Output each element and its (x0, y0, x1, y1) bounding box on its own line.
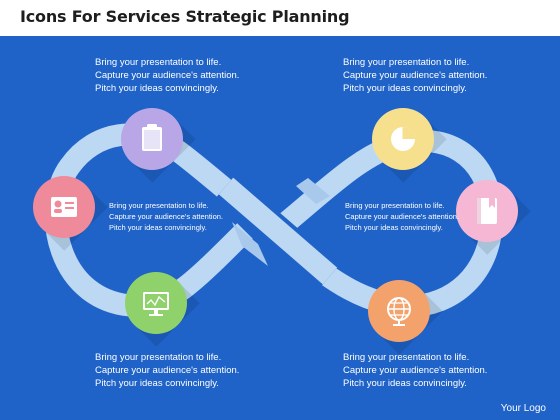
text-block-center-left: Bring your presentation to life. Capture… (109, 200, 223, 233)
node-notebook (456, 180, 531, 255)
node-pie-chart (372, 108, 447, 183)
text-block-bottom-right: Bring your presentation to life. Capture… (343, 351, 487, 390)
text-line: Pitch your ideas convincingly. (343, 378, 467, 389)
text-line: Capture your audience's attention. (343, 70, 488, 81)
text-block-top-left: Bring your presentation to life. Capture… (95, 56, 239, 95)
node-globe (368, 280, 443, 355)
text-line: Bring your presentation to life. (95, 57, 222, 68)
clipboard-icon (142, 124, 162, 151)
text-line: Pitch your ideas convincingly. (95, 378, 219, 389)
loop-band-crossing (218, 177, 338, 285)
text-line: Bring your presentation to life. (345, 201, 445, 210)
text-line: Pitch your ideas convincingly. (95, 83, 219, 94)
text-line: Capture your audience's attention. (343, 365, 488, 376)
text-line: Capture your audience's attention. (95, 365, 240, 376)
monitor-chart-icon (143, 292, 169, 316)
crossing-notch-right (296, 178, 330, 204)
text-line: Bring your presentation to life. (343, 352, 470, 363)
text-line: Bring your presentation to life. (95, 352, 222, 363)
node-monitor-chart (125, 272, 200, 347)
text-line: Pitch your ideas convincingly. (343, 83, 467, 94)
globe-icon (387, 297, 411, 326)
id-card-icon (51, 197, 77, 217)
slide-title: Icons For Services Strategic Planning (20, 7, 350, 26)
title-bar: Icons For Services Strategic Planning (0, 0, 560, 36)
text-line: Capture your audience's attention. (109, 212, 224, 221)
notebook-icon (477, 198, 497, 224)
text-block-center-right: Bring your presentation to life. Capture… (345, 200, 459, 233)
pie-chart-icon (391, 127, 415, 151)
node-id-card (33, 176, 108, 251)
text-block-bottom-left: Bring your presentation to life. Capture… (95, 351, 239, 390)
text-block-top-right: Bring your presentation to life. Capture… (343, 56, 487, 95)
logo-text: Your Logo (500, 403, 546, 414)
node-clipboard (121, 108, 196, 183)
infinity-diagram (33, 108, 531, 355)
diagram-area: Bring your presentation to life. Capture… (0, 36, 560, 420)
text-line: Capture your audience's attention. (345, 212, 460, 221)
crossing-notch-left (232, 222, 268, 266)
text-line: Bring your presentation to life. (109, 201, 209, 210)
text-line: Pitch your ideas convincingly. (109, 223, 207, 232)
text-line: Bring your presentation to life. (343, 57, 470, 68)
text-line: Pitch your ideas convincingly. (345, 223, 443, 232)
text-line: Capture your audience's attention. (95, 70, 240, 81)
node-circle (368, 280, 430, 342)
